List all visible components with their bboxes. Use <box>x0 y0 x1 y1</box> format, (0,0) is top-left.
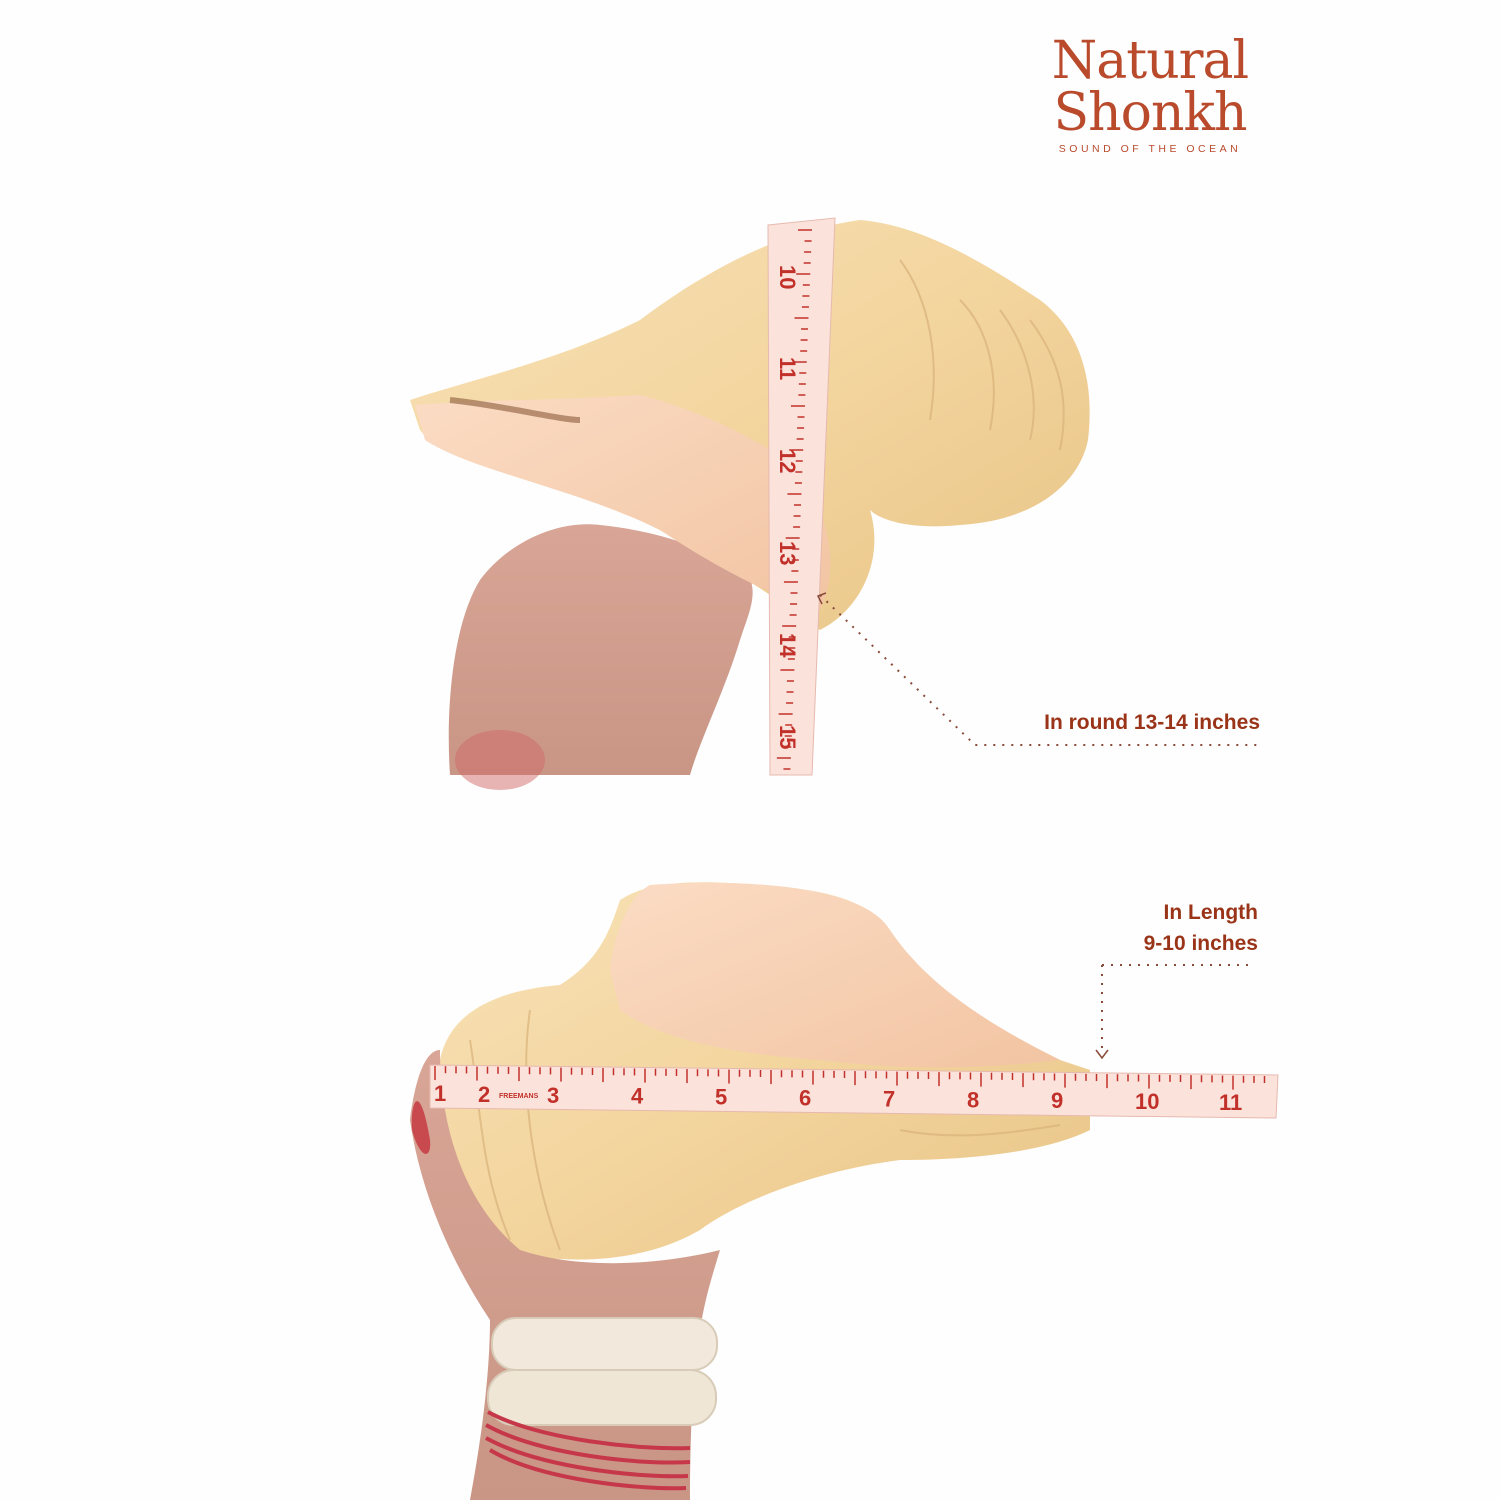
tape-number: 10 <box>775 265 800 289</box>
brand-name-line2: Shonkh <box>1053 83 1248 143</box>
tape-number: 4 <box>631 1084 644 1109</box>
circumference-label: In round 13-14 inches <box>1044 711 1260 734</box>
tape-number: 5 <box>715 1085 727 1110</box>
tape-number: 12 <box>775 449 800 473</box>
tape-number: 11 <box>775 357 800 380</box>
tape-number: 11 <box>1219 1090 1242 1115</box>
tape-number: 2 <box>478 1082 490 1107</box>
brand-name-line1: Natural <box>1051 31 1249 91</box>
length-label: In Length 9-10 inches <box>1000 897 1258 959</box>
tape-number: 10 <box>1135 1089 1159 1114</box>
tape-number: 9 <box>1051 1088 1063 1113</box>
top-shell <box>410 220 1090 630</box>
tape-number: 1 <box>434 1081 446 1106</box>
brand-tagline: SOUND OF THE OCEAN <box>1058 143 1242 155</box>
tape-number: 3 <box>547 1083 559 1108</box>
tape-number: 7 <box>883 1086 895 1111</box>
length-label-line2: 9-10 inches <box>1143 932 1258 955</box>
tape-number: 8 <box>967 1087 979 1112</box>
bangles <box>485 1317 718 1491</box>
tape-number: 13 <box>775 541 800 565</box>
vertical-measuring-tape: 10 11 12 13 14 15 <box>767 217 836 776</box>
tape-number: 6 <box>799 1086 811 1111</box>
tape-brand: FREEMANS <box>499 1093 539 1100</box>
length-pointer <box>1095 964 1255 1060</box>
tape-number: 15 <box>775 725 800 749</box>
tape-number: 14 <box>775 633 800 658</box>
top-hand <box>448 524 753 790</box>
brand-logo: Natural Shonkh SOUND OF THE OCEAN <box>1030 35 1270 155</box>
horizontal-measuring-tape: 1 2 3 4 5 6 7 8 9 10 11 FREEMANS <box>429 1064 1279 1119</box>
circumference-pointer <box>816 592 1260 746</box>
length-label-line1: In Length <box>1163 901 1258 924</box>
